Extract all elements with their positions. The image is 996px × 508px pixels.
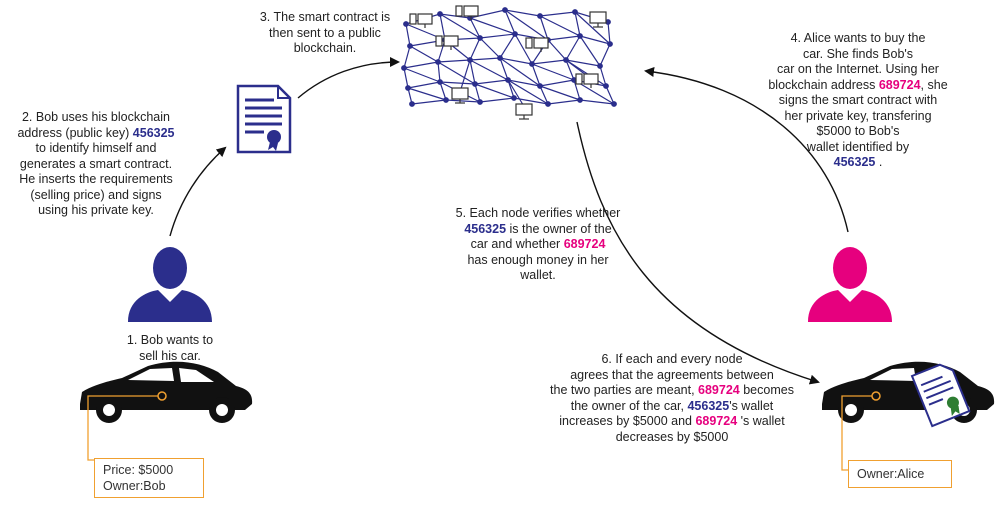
step1-text: 1. Bob wants to sell his car.: [126, 333, 214, 363]
computer-icon: [525, 37, 549, 52]
car-owner: Owner:Bob: [103, 479, 166, 493]
computer-icon: [515, 103, 533, 120]
alice-address: 689724: [698, 383, 740, 397]
alice-address: 689724: [695, 414, 738, 428]
step5-text: 5. Each node verifies whether 456325 is …: [455, 206, 621, 282]
alice-person-icon: [808, 247, 892, 322]
step3-text: 3. The smart contract is then sent to a …: [259, 10, 391, 55]
arrow-alice-to-blockchain: [644, 67, 849, 233]
bob-car-info-box: Price: $5000 Owner:Bob: [94, 458, 204, 498]
blockchain-network-icon: [401, 5, 617, 120]
arrow-contract-to-blockchain: [297, 57, 400, 99]
arrow-blockchain-to-alice-car: [576, 121, 820, 385]
contract-document-icon: [236, 84, 292, 154]
step2-text: 2. Bob uses his blockchain address (publ…: [17, 110, 175, 217]
step4-text: 4. Alice wants to buy the car. She finds…: [768, 31, 948, 169]
bob-address: 456325: [132, 125, 175, 140]
car-icon: [80, 361, 253, 423]
bob-address: 456325: [687, 398, 730, 413]
bob-person-icon: [128, 247, 212, 322]
alice-address: 689724: [878, 77, 921, 92]
car-icon: [822, 361, 995, 423]
bob-address: 456325: [833, 155, 876, 169]
bob-box-connector: [87, 395, 158, 461]
bob-address: 456325: [464, 221, 507, 236]
computer-icon: [589, 11, 607, 28]
computer-icon: [451, 87, 469, 104]
computer-icon: [575, 73, 599, 88]
car-owner: Owner:Alice: [857, 467, 925, 481]
step6-text: 6. If each and every node agrees that th…: [550, 352, 794, 444]
computer-icon: [435, 35, 459, 50]
arrow-bob-to-contract: [169, 146, 227, 237]
car-price: Price: $5000: [103, 463, 174, 477]
alice-address: 689724: [563, 237, 606, 251]
computer-icon: [409, 13, 433, 28]
alice-car-info-box: Owner:Alice: [848, 460, 952, 488]
computer-icon: [455, 5, 479, 20]
alice-box-connector: [841, 395, 872, 471]
contract-document-icon: [910, 363, 971, 428]
